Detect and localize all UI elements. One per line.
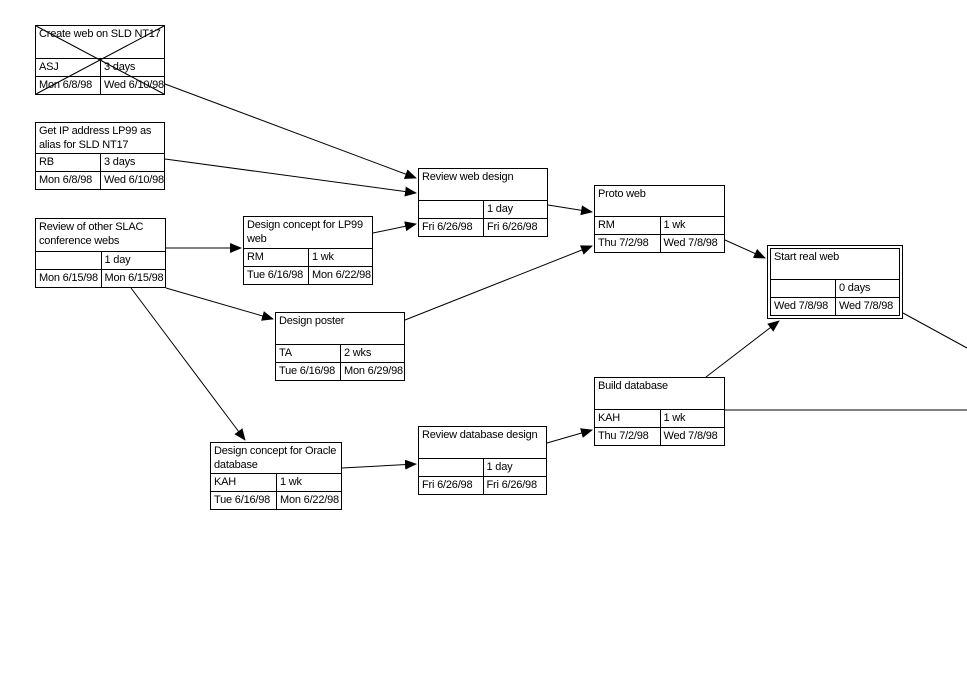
task-node-build-db[interactable]: Build database KAH 1 wk Thu 7/2/98 Wed 7… xyxy=(594,377,725,446)
task-duration: 3 days xyxy=(100,154,164,171)
link-proto-web-to-start-real-web xyxy=(724,239,766,259)
link-build-db-to-start-real-web xyxy=(705,320,780,378)
task-name: Build database xyxy=(598,380,668,392)
link-create-web-to-review-web xyxy=(164,83,417,179)
task-resource: KAH xyxy=(598,412,621,424)
task-start-date: Mon 6/8/98 xyxy=(39,174,93,186)
task-node-design-poster[interactable]: Design poster TA 2 wks Tue 6/16/98 Mon 6… xyxy=(275,312,405,381)
task-duration: 2 wks xyxy=(340,345,404,362)
task-node-review-web[interactable]: Review web design 1 day Fri 6/26/98 Fri … xyxy=(418,168,548,237)
task-start-date: Tue 6/16/98 xyxy=(279,365,336,377)
link-design-lp99-to-review-web xyxy=(372,221,417,234)
task-resource: KAH xyxy=(214,476,237,488)
task-resource xyxy=(419,459,483,476)
task-finish-date: Wed 6/10/98 xyxy=(100,77,164,94)
task-start-date: Fri 6/26/98 xyxy=(422,221,473,233)
task-finish-date: Mon 6/22/98 xyxy=(276,492,341,509)
task-start-date: Wed 7/8/98 xyxy=(774,300,829,312)
task-node-review-db[interactable]: Review database design 1 day Fri 6/26/98… xyxy=(418,426,547,495)
task-node-start-real-web[interactable]: Start real web 0 days Wed 7/8/98 Wed 7/8… xyxy=(770,248,900,316)
link-design-oracle-to-review-db xyxy=(341,459,417,470)
task-name: Review web design xyxy=(422,171,514,183)
link-review-web-to-proto-web xyxy=(547,204,593,216)
task-finish-date: Wed 6/10/98 xyxy=(100,172,164,189)
task-start-date: Fri 6/26/98 xyxy=(422,479,473,491)
link-start-real-web-offscreen xyxy=(902,312,967,349)
task-duration: 1 day xyxy=(483,201,547,218)
task-start-date: Mon 6/15/98 xyxy=(39,272,98,284)
task-node-review-slac[interactable]: Review of other SLAC conference webs 1 d… xyxy=(35,218,166,288)
task-start-date: Tue 6/16/98 xyxy=(214,494,271,506)
task-duration: 1 wk xyxy=(659,410,725,427)
task-name: Design concept for Oracle database xyxy=(214,445,337,472)
task-name: Create web on SLD NT17 xyxy=(39,28,161,40)
task-finish-date: Mon 6/29/98 xyxy=(340,363,404,380)
task-resource: RB xyxy=(39,156,54,168)
link-review-slac-to-design-oracle xyxy=(130,287,246,441)
task-name: Start real web xyxy=(774,251,840,263)
task-node-design-lp99[interactable]: Design concept for LP99 web RM 1 wk Tue … xyxy=(243,216,373,285)
task-name: Review of other SLAC conference webs xyxy=(39,221,144,248)
task-start-date: Tue 6/16/98 xyxy=(247,269,304,281)
task-node-create-web[interactable]: Create web on SLD NT17 ASJ 3 days Mon 6/… xyxy=(35,25,165,95)
task-duration: 1 wk xyxy=(659,217,725,234)
task-start-date: Thu 7/2/98 xyxy=(598,237,649,249)
task-duration: 3 days xyxy=(100,59,164,76)
task-name: Get IP address LP99 as alias for SLD NT1… xyxy=(39,125,152,152)
task-name: Design concept for LP99 web xyxy=(247,219,363,246)
link-get-ip-to-review-web xyxy=(164,158,417,197)
task-name: Proto web xyxy=(598,188,646,200)
task-node-proto-web[interactable]: Proto web RM 1 wk Thu 7/2/98 Wed 7/8/98 xyxy=(594,185,725,253)
task-start-date: Thu 7/2/98 xyxy=(598,430,649,442)
task-duration: 1 wk xyxy=(276,474,341,491)
task-finish-date: Wed 7/8/98 xyxy=(659,428,725,445)
task-finish-date: Mon 6/15/98 xyxy=(100,270,166,287)
task-finish-date: Mon 6/22/98 xyxy=(308,267,372,284)
task-finish-date: Wed 7/8/98 xyxy=(835,298,899,315)
task-node-get-ip[interactable]: Get IP address LP99 as alias for SLD NT1… xyxy=(35,122,165,190)
task-resource: TA xyxy=(279,347,292,359)
link-design-poster-to-proto-web xyxy=(404,245,593,321)
task-start-date: Mon 6/8/98 xyxy=(39,79,93,91)
task-duration: 1 wk xyxy=(308,249,372,266)
task-resource: RM xyxy=(598,219,615,231)
task-duration: 1 day xyxy=(100,252,166,269)
link-review-slac-to-design-poster xyxy=(165,287,274,321)
link-review-db-to-build-db xyxy=(546,428,593,444)
task-duration: 1 day xyxy=(482,459,547,476)
task-name: Design poster xyxy=(279,315,345,327)
task-resource xyxy=(771,280,835,297)
task-finish-date: Wed 7/8/98 xyxy=(659,235,725,252)
task-name: Review database design xyxy=(422,429,538,441)
task-duration: 0 days xyxy=(835,280,899,297)
task-resource xyxy=(419,201,483,218)
task-node-design-oracle[interactable]: Design concept for Oracle database KAH 1… xyxy=(210,442,342,510)
task-resource xyxy=(36,252,101,269)
task-finish-date: Fri 6/26/98 xyxy=(483,219,547,236)
task-resource: ASJ xyxy=(39,61,59,73)
task-finish-date: Fri 6/26/98 xyxy=(482,477,547,494)
task-resource: RM xyxy=(247,251,264,263)
